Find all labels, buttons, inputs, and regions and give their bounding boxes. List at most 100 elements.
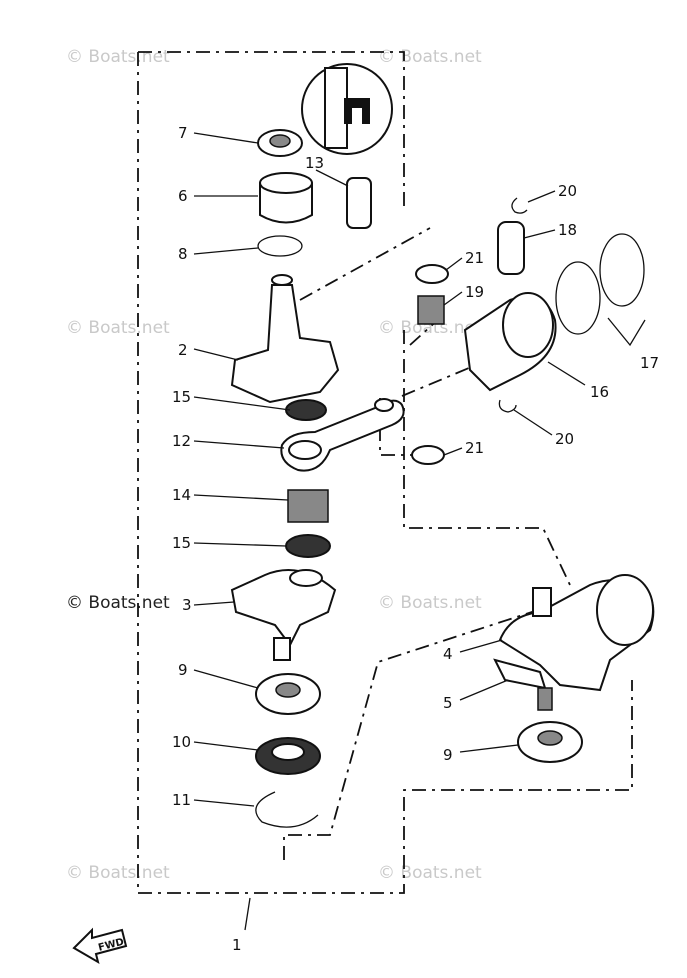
assembled-crank-lower-shaft <box>537 687 553 711</box>
leader-10 <box>193 741 259 751</box>
callout-1: 1 <box>232 936 242 954</box>
dowel-pin <box>346 177 372 229</box>
leader-21-top <box>445 257 463 271</box>
leader-11 <box>193 799 255 807</box>
callout-20-bottom: 20 <box>555 430 574 448</box>
pin-leader <box>299 227 431 301</box>
callout-17: 17 <box>640 354 659 372</box>
ball-bearing-right-bore <box>537 730 563 746</box>
washer-bottom <box>411 445 445 465</box>
leader-5 <box>459 679 509 701</box>
watermark: © Boats.net <box>378 863 482 883</box>
leader-15-top <box>193 396 291 411</box>
callout-21-bottom: 21 <box>465 439 484 457</box>
boundary-inner <box>283 609 539 860</box>
piston-ring-2 <box>599 233 645 307</box>
piston-ring-1 <box>555 261 601 335</box>
leader-19 <box>443 291 463 306</box>
leader-14 <box>193 494 289 501</box>
watermark: © Boats.net <box>66 863 170 883</box>
callout-10: 10 <box>172 733 191 751</box>
leader-2 <box>193 348 239 361</box>
callout-4: 4 <box>443 645 453 663</box>
leader-20-bottom <box>513 409 553 436</box>
oil-seal-top-hole <box>269 134 291 148</box>
circlip-top <box>511 197 528 214</box>
watermark: © Boats.net <box>378 593 482 613</box>
callout-6: 6 <box>178 187 188 205</box>
leader-13 <box>315 169 349 187</box>
watermark: © Boats.net <box>66 47 170 67</box>
callout-19: 19 <box>465 283 484 301</box>
parts-layer <box>230 129 655 828</box>
circlip-bottom <box>498 399 517 413</box>
leader-4 <box>459 639 503 653</box>
callout-20-top: 20 <box>558 182 577 200</box>
connecting-rod-big-end <box>288 440 322 460</box>
callout-labels: 7 13 6 8 20 18 21 19 2 17 16 15 20 12 21… <box>172 124 659 954</box>
callout-8: 8 <box>178 245 188 263</box>
leader-15-bottom <box>193 542 287 547</box>
boundary-right <box>403 330 571 586</box>
boundary-left-bottom <box>137 52 633 894</box>
assembled-crank-top-shaft <box>532 587 552 617</box>
leader-7 <box>193 132 259 144</box>
upper-crankshaft <box>230 284 340 404</box>
snap-ring <box>255 791 319 828</box>
lower-crankshaft-pin <box>289 569 323 587</box>
leader-18 <box>523 229 556 239</box>
thrust-washer-lower <box>285 534 331 558</box>
oil-seal-bottom-hole <box>271 743 305 761</box>
piston-pin <box>497 221 525 275</box>
upper-crankshaft-end <box>271 274 293 286</box>
callout-13: 13 <box>305 154 324 172</box>
callout-14: 14 <box>172 486 191 504</box>
callout-11: 11 <box>172 791 191 809</box>
watermark-dark: © Boats.net <box>66 593 170 613</box>
assembled-piston-crown <box>596 574 654 646</box>
leader-lines <box>193 132 646 807</box>
callout-16: 16 <box>590 383 609 401</box>
callout-3: 3 <box>182 596 192 614</box>
callout-18: 18 <box>558 221 577 239</box>
washer-top <box>415 264 449 284</box>
o-ring <box>257 235 303 257</box>
leader-21-bottom <box>443 447 463 456</box>
lower-crankshaft-shaft <box>273 637 291 661</box>
leader-3 <box>193 601 235 606</box>
leader-17 <box>607 317 646 347</box>
leader-8 <box>193 247 259 255</box>
leader-1 <box>244 897 251 931</box>
callout-9-left: 9 <box>178 661 188 679</box>
callout-2: 2 <box>178 341 188 359</box>
small-end-bearing <box>417 295 445 325</box>
piston-crown <box>502 292 554 358</box>
watermark: © Boats.net <box>378 47 482 67</box>
fwd-arrow: FWD <box>72 927 128 965</box>
callout-5: 5 <box>443 694 453 712</box>
callout-12: 12 <box>172 432 191 450</box>
leader-20-top <box>527 190 556 203</box>
inset-pin <box>324 67 348 149</box>
callout-9-right: 9 <box>443 746 453 764</box>
watermark: © Boats.net <box>66 318 170 338</box>
connecting-rod-small-end <box>374 398 394 412</box>
leader-16 <box>547 361 586 386</box>
inset-clip <box>344 98 370 124</box>
leader-9-left <box>193 669 259 689</box>
callout-15-bottom: 15 <box>172 534 191 552</box>
ball-bearing-left-bore <box>275 682 301 698</box>
leader-9-right <box>459 744 519 753</box>
needle-bearing-lower <box>287 489 329 523</box>
bushing-body <box>259 183 313 224</box>
callout-7: 7 <box>178 124 188 142</box>
callout-15-top: 15 <box>172 388 191 406</box>
bushing-top <box>259 172 313 194</box>
thrust-washer-upper <box>285 399 327 421</box>
callout-21-top: 21 <box>465 249 484 267</box>
fwd-arrow-shape <box>72 927 128 965</box>
detail-inset <box>301 63 393 155</box>
boundary-top <box>138 51 405 212</box>
leader-12 <box>193 440 285 449</box>
